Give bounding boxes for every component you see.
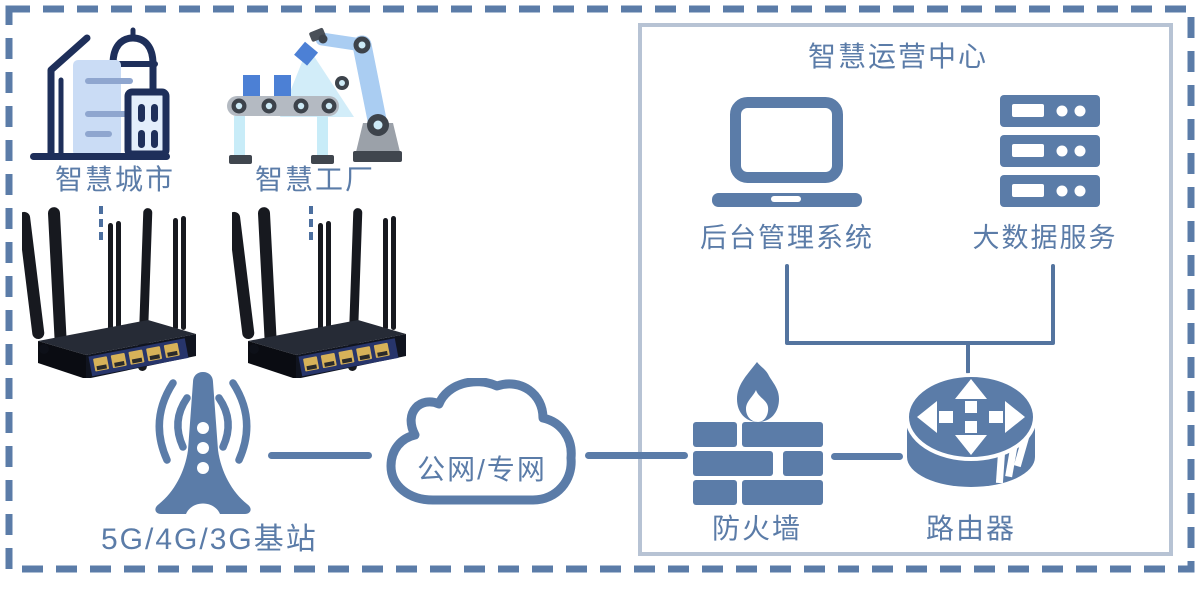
router-link-dashes-2 [309,206,313,240]
connector-cloud-firewall [585,452,688,459]
wireless-router-device-2 [232,206,406,378]
network-router-icon [905,373,1037,487]
smart-factory-label: 智慧工厂 [254,164,375,195]
smart-city-icon [30,27,170,160]
firewall-icon [693,362,823,505]
smart-city-label: 智慧城市 [54,164,175,195]
big-data-label: 大数据服务 [972,223,1118,253]
connector-basestation-cloud [268,452,372,459]
router-label: 路由器 [925,513,1016,544]
base-station-label: 5G/4G/3G基站 [101,523,318,556]
connector-router-up [966,341,970,374]
cloud-icon [386,378,576,505]
smart-factory-icon [227,27,402,164]
backend-system-label: 后台管理系统 [700,223,874,253]
router-link-dashes-1 [99,206,103,240]
laptop-icon [712,97,862,207]
operations-center-title: 智慧运营中心 [807,41,988,72]
cloud-label: 公网/专网 [417,454,547,485]
server-rack-icon [1000,95,1100,207]
base-station-icon [155,372,251,514]
connector-horizontal [785,341,1055,345]
firewall-label: 防火墙 [711,513,802,544]
connector-firewall-router [831,453,903,460]
connector-bigdata-down [1051,264,1055,344]
wireless-router-device-1 [22,206,196,378]
connector-backend-down [785,264,789,344]
